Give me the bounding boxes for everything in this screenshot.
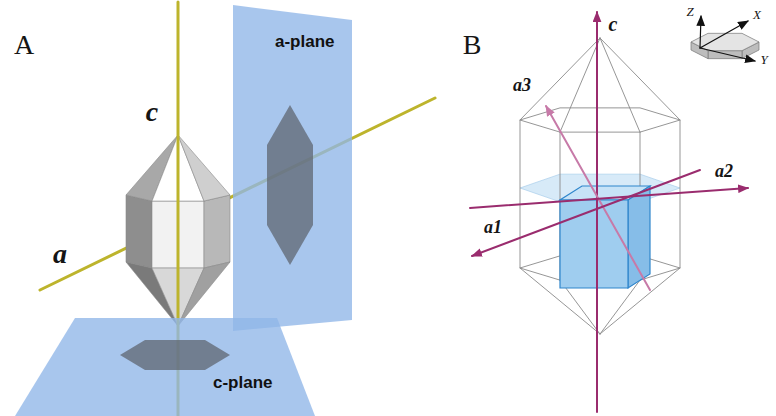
- pyramid-edge: [560, 38, 600, 132]
- hexagon-shadow: [267, 105, 313, 265]
- a1-axis: [472, 170, 700, 256]
- y-axis: [700, 48, 755, 61]
- prism-edge: [520, 120, 521, 268]
- prism-edge: [680, 120, 681, 268]
- plate-side: [708, 51, 742, 59]
- crystal-plane: c-plane: [15, 318, 315, 416]
- hexagonal-plate: [691, 33, 759, 58]
- pyramid-edge: [520, 38, 600, 120]
- axis-label: a1: [484, 218, 502, 238]
- pyramid-edge: [600, 38, 680, 120]
- c-axis: [596, 12, 598, 412]
- prism-rim: [520, 108, 680, 132]
- z-axis: [700, 16, 701, 48]
- panel-letter: B: [463, 30, 482, 61]
- box-face: [628, 186, 650, 288]
- plane-shape: [15, 318, 315, 416]
- axis-label: c: [609, 13, 618, 35]
- axis-label: Z: [686, 5, 693, 19]
- axis-label: a: [53, 239, 67, 270]
- axis-label: a3: [513, 76, 531, 96]
- pyramid-edge: [600, 38, 640, 132]
- axis-label: X: [753, 8, 761, 22]
- axis-label: c: [146, 97, 158, 128]
- axis-label: a2: [715, 162, 733, 182]
- axis-label: Y: [760, 53, 767, 67]
- plane-fill: [233, 5, 352, 331]
- hexagon-shadow: [120, 340, 230, 370]
- plane-label: a-plane: [275, 33, 335, 52]
- prism-face: [204, 195, 230, 268]
- plane-label: c-plane: [213, 374, 273, 393]
- panel-letter: A: [14, 30, 34, 61]
- x-axis: [700, 21, 748, 48]
- pyramid-face: [178, 262, 230, 326]
- box-face: [560, 200, 628, 288]
- plane-fill: [15, 318, 315, 416]
- plane-shape: [233, 5, 352, 331]
- pyramid-face: [178, 135, 230, 201]
- prism-face: [126, 195, 152, 268]
- crystal-plane: a-plane: [233, 5, 352, 331]
